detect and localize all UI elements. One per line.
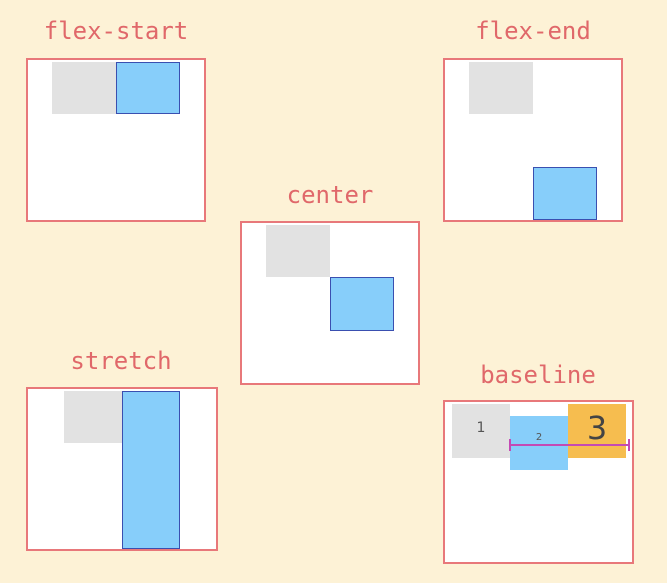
item-grey — [266, 225, 330, 277]
item-grey — [64, 391, 122, 443]
label-stretch: stretch — [70, 347, 172, 375]
item-blue — [330, 277, 394, 331]
label-flex-start: flex-start — [43, 17, 189, 45]
panel-baseline: 1 2 3 — [443, 400, 634, 564]
item-grey — [52, 62, 116, 114]
panel-center — [240, 221, 420, 385]
panel-stretch — [26, 387, 218, 551]
panel-flex-end — [443, 58, 623, 222]
item-1: 1 — [452, 404, 510, 458]
item-3-number: 3 — [586, 409, 608, 447]
item-2: 2 — [510, 416, 568, 470]
label-baseline: baseline — [480, 361, 596, 389]
panel-flex-start — [26, 58, 206, 222]
label-flex-end: flex-end — [475, 17, 591, 45]
item-grey — [469, 62, 533, 114]
baseline-marker — [510, 444, 630, 446]
item-blue — [533, 167, 597, 220]
item-1-number: 1 — [476, 420, 486, 436]
label-center: center — [286, 181, 374, 209]
item-3: 3 — [568, 404, 626, 458]
item-blue — [122, 391, 180, 549]
item-2-number: 2 — [535, 432, 543, 443]
baseline-marker-end — [628, 439, 630, 451]
baseline-marker-start — [509, 439, 511, 451]
item-blue — [116, 62, 180, 114]
